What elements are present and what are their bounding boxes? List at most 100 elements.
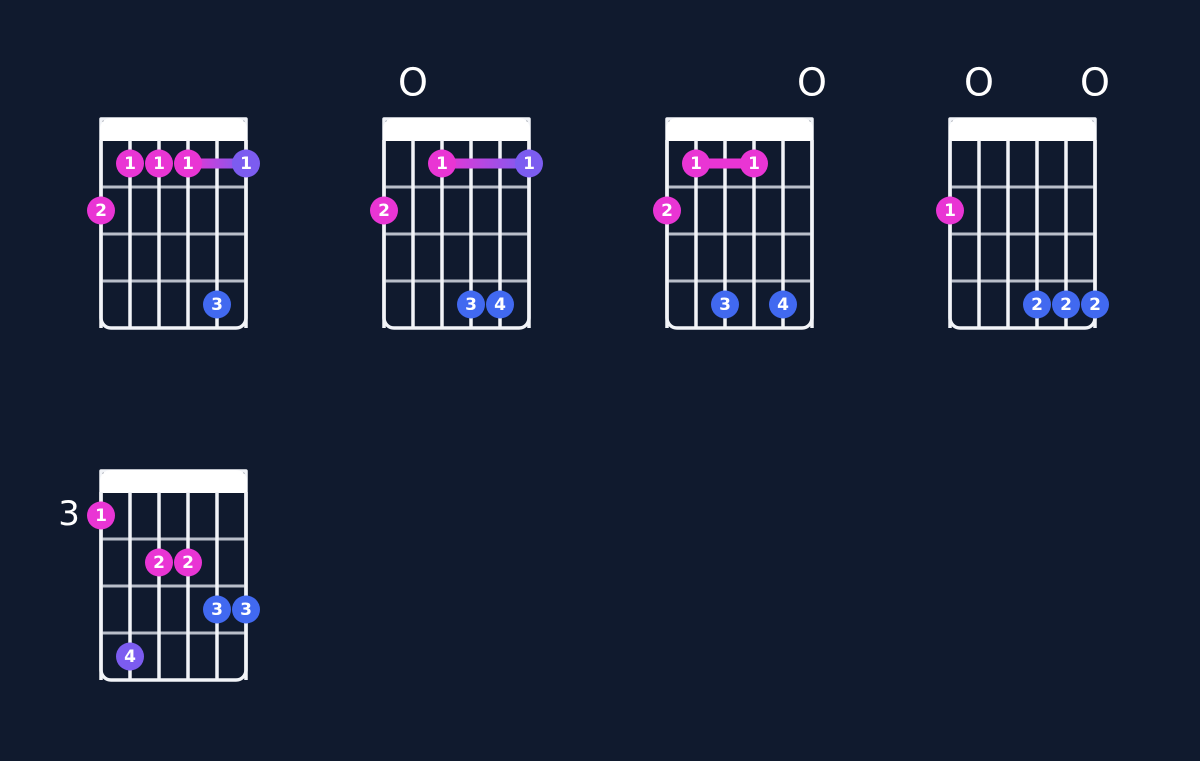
finger-dot[interactable]: 4 xyxy=(486,290,514,319)
finger-dot-circle[interactable] xyxy=(740,149,768,178)
finger-dot[interactable]: 1 xyxy=(87,501,115,530)
finger-dot-label: 3 xyxy=(211,295,223,315)
finger-dot-circle[interactable] xyxy=(1081,290,1109,319)
finger-dot-label: 4 xyxy=(777,295,789,315)
finger-dot[interactable]: 2 xyxy=(1023,290,1051,319)
open-string-marker: O xyxy=(1080,61,1110,105)
open-string-marker: O xyxy=(964,61,994,105)
finger-dot-circle[interactable] xyxy=(682,149,710,178)
finger-dot[interactable]: 1 xyxy=(740,149,768,178)
finger-dot[interactable]: 1 xyxy=(174,149,202,178)
barre-bar[interactable] xyxy=(442,158,529,169)
nut xyxy=(666,118,813,141)
finger-dot-label: 1 xyxy=(436,154,448,174)
finger-dot-circle[interactable] xyxy=(486,290,514,319)
finger-dot-circle[interactable] xyxy=(1023,290,1051,319)
finger-dot-label: 2 xyxy=(1060,295,1072,315)
open-string-marker: O xyxy=(398,61,428,105)
finger-dot-label: 2 xyxy=(182,553,194,573)
finger-dot[interactable]: 3 xyxy=(232,595,260,624)
finger-dot-label: 2 xyxy=(378,201,390,221)
finger-dot[interactable]: 4 xyxy=(769,290,797,319)
finger-dot-circle[interactable] xyxy=(87,196,115,225)
finger-dot-circle[interactable] xyxy=(1052,290,1080,319)
barre-bar[interactable] xyxy=(188,158,246,169)
finger-dot-label: 2 xyxy=(95,201,107,221)
finger-dot[interactable]: 2 xyxy=(174,548,202,577)
finger-dot-label: 1 xyxy=(153,154,165,174)
finger-dot-label: 3 xyxy=(211,600,223,620)
finger-dot[interactable]: 1 xyxy=(145,149,173,178)
nut xyxy=(383,118,530,141)
finger-dot-label: 4 xyxy=(494,295,506,315)
finger-dot-circle[interactable] xyxy=(711,290,739,319)
finger-dot-label: 2 xyxy=(1089,295,1101,315)
chord-diagram-3-grid: O 1 1 2 3 4 xyxy=(653,61,827,330)
finger-dot[interactable]: 1 xyxy=(515,149,543,178)
nut xyxy=(100,118,247,141)
finger-dot-label: 1 xyxy=(95,506,107,526)
chord-diagram-3[interactable]: O 1 1 2 3 4 xyxy=(617,49,852,348)
finger-dot[interactable]: 1 xyxy=(682,149,710,178)
nut xyxy=(100,470,247,493)
finger-dot[interactable]: 2 xyxy=(1081,290,1109,319)
finger-dot[interactable]: 3 xyxy=(457,290,485,319)
finger-dot-circle[interactable] xyxy=(116,149,144,178)
finger-dot-circle[interactable] xyxy=(87,501,115,530)
finger-dot-circle[interactable] xyxy=(653,196,681,225)
finger-dot[interactable]: 2 xyxy=(145,548,173,577)
finger-dot-label: 1 xyxy=(690,154,702,174)
finger-dot-label: 1 xyxy=(944,201,956,221)
finger-dot-circle[interactable] xyxy=(145,149,173,178)
finger-dot[interactable]: 3 xyxy=(203,595,231,624)
finger-dot-circle[interactable] xyxy=(232,149,260,178)
fret-position-marker: 3 xyxy=(58,494,80,534)
finger-dot-circle[interactable] xyxy=(428,149,456,178)
finger-dot-label: 4 xyxy=(124,647,136,667)
finger-dot[interactable]: 2 xyxy=(370,196,398,225)
finger-dot[interactable]: 1 xyxy=(232,149,260,178)
chord-diagram-3-canvas: O 1 1 2 3 4 xyxy=(653,61,827,330)
open-string-marker: O xyxy=(797,61,827,105)
finger-dot-label: 1 xyxy=(523,154,535,174)
finger-dot[interactable]: 2 xyxy=(1052,290,1080,319)
finger-dot[interactable]: 2 xyxy=(653,196,681,225)
finger-dot-label: 1 xyxy=(240,154,252,174)
finger-dot-label: 2 xyxy=(1031,295,1043,315)
finger-dot-label: 2 xyxy=(661,201,673,221)
finger-dot-circle[interactable] xyxy=(370,196,398,225)
finger-dot-circle[interactable] xyxy=(145,548,173,577)
finger-dot-label: 1 xyxy=(124,154,136,174)
nut xyxy=(949,118,1096,141)
finger-dot-circle[interactable] xyxy=(203,595,231,624)
finger-dot-circle[interactable] xyxy=(457,290,485,319)
barre-bar[interactable] xyxy=(696,158,754,169)
finger-dot[interactable]: 1 xyxy=(428,149,456,178)
finger-dot[interactable]: 4 xyxy=(116,642,144,671)
finger-dot-circle[interactable] xyxy=(936,196,964,225)
finger-dot-circle[interactable] xyxy=(174,149,202,178)
finger-dot-circle[interactable] xyxy=(515,149,543,178)
finger-dot[interactable]: 3 xyxy=(711,290,739,319)
finger-dot[interactable]: 1 xyxy=(116,149,144,178)
finger-dot-label: 3 xyxy=(240,600,252,620)
finger-dot[interactable]: 3 xyxy=(203,290,231,319)
finger-dot-circle[interactable] xyxy=(116,642,144,671)
finger-dot-label: 1 xyxy=(182,154,194,174)
finger-dot[interactable]: 1 xyxy=(936,196,964,225)
finger-dot[interactable]: 2 xyxy=(87,196,115,225)
finger-dot-label: 3 xyxy=(719,295,731,315)
finger-dot-circle[interactable] xyxy=(174,548,202,577)
finger-dot-circle[interactable] xyxy=(203,290,231,319)
finger-dot-circle[interactable] xyxy=(769,290,797,319)
finger-dot-circle[interactable] xyxy=(232,595,260,624)
